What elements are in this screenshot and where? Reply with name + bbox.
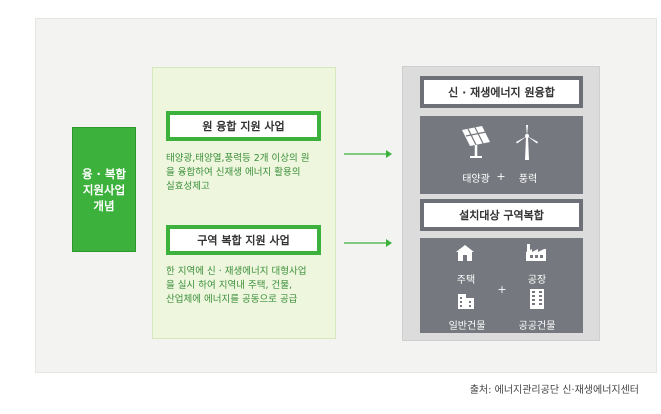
solar-label: 태양광: [462, 174, 490, 185]
building-icon: [458, 294, 474, 309]
wind-turbine-icon: [516, 125, 538, 160]
program-desc-area: 한 지역에 신 · 재생에너지 대형사업 을 실시 하여 지역내 주택, 건물,…: [166, 265, 338, 307]
desc-line: 태양광,태양열,풍력등 2개 이상의 원: [166, 153, 310, 164]
program-desc-fusion: 태양광,태양열,풍력등 2개 이상의 원 을 융합하여 신재생 에너지 활용의 …: [166, 152, 338, 194]
solar-panel-icon: [462, 126, 490, 158]
desc-line: 한 지역에 신 · 재생에너지 대형사업: [166, 266, 307, 277]
program-title-area: 구역 복합 지원 사업: [166, 225, 321, 255]
factory-icon: [526, 244, 546, 261]
desc-line: 을 융합하여 신재생 에너지 활용의: [166, 167, 301, 178]
area-complex-box: [420, 238, 583, 333]
desc-line: 산업체에 에너지를 공동으로 공급: [166, 294, 298, 305]
public-building-label: 공공건물: [518, 321, 556, 332]
arrow-right-icon: [344, 150, 392, 158]
plus-sign: +: [496, 170, 506, 183]
plus-sign: +: [497, 283, 507, 296]
general-building-label: 일반건물: [448, 321, 486, 332]
arrow-right-icon: [344, 239, 392, 247]
source-fusion-box: [420, 116, 583, 194]
source-fusion-title: 신 · 재생에너지 원융합: [420, 76, 583, 108]
desc-line: 을 실시 하여 지역내 주택, 건물,: [166, 280, 293, 291]
house-label: 주택: [456, 275, 476, 286]
area-complex-title: 설치대상 구역복합: [420, 199, 583, 231]
concept-line: 융 · 복합: [81, 166, 127, 181]
desc-line: 실효성제고: [166, 181, 210, 192]
house-icon: [456, 245, 474, 261]
wind-label: 풍력: [518, 174, 538, 185]
public-building-icon: [530, 289, 544, 309]
source-caption: 출처: 에너지관리공단 신·재생에너지센터: [469, 385, 639, 396]
concept-box: 융 · 복합 지원사업 개념: [72, 127, 136, 252]
program-title-fusion: 원 융합 지원 사업: [166, 111, 321, 141]
concept-line: 개념: [93, 198, 115, 213]
concept-line: 지원사업: [82, 182, 126, 197]
factory-label: 공장: [527, 275, 547, 286]
